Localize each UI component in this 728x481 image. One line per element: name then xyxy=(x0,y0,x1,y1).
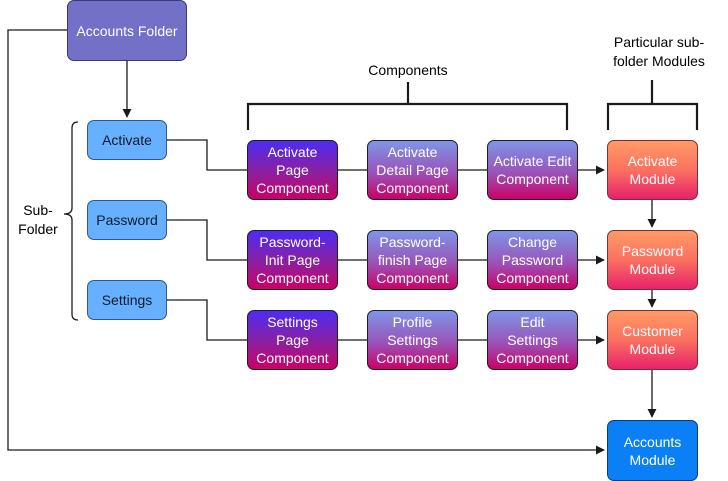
connector-activate-row xyxy=(167,139,247,171)
password-module-node[interactable]: Password Module xyxy=(607,230,698,290)
connector-settings-row xyxy=(167,299,247,341)
settings-page-component-node[interactable]: Settings Page Component xyxy=(247,310,338,370)
subfolder-settings-node[interactable]: Settings xyxy=(87,280,167,320)
subfolder-brace-label: Sub- Folder xyxy=(18,202,58,237)
password-finish-page-component-node[interactable]: Password- finish Page Component xyxy=(367,230,458,290)
subfolder-activate-node[interactable]: Activate xyxy=(87,120,167,160)
components-bracket xyxy=(246,82,569,130)
edit-settings-component-node[interactable]: Edit Settings Component xyxy=(487,310,578,370)
customer-module-node[interactable]: Customer Module xyxy=(607,310,698,370)
activate-edit-component-node[interactable]: Activate Edit Component xyxy=(487,140,578,200)
accounts-module-node[interactable]: Accounts Module xyxy=(607,420,698,481)
activate-page-component-node[interactable]: Activate Page Component xyxy=(247,140,338,200)
activate-module-node[interactable]: Activate Module xyxy=(607,140,698,200)
profile-settings-component-node[interactable]: Profile Settings Component xyxy=(367,310,458,370)
subfolder-password-node[interactable]: Password xyxy=(87,200,167,240)
connector-password-row xyxy=(167,219,247,261)
accounts-folder-node[interactable]: Accounts Folder xyxy=(67,0,187,61)
change-password-component-node[interactable]: Change Password Component xyxy=(487,230,578,290)
components-header: Components xyxy=(368,62,448,78)
activate-detail-page-component-node[interactable]: Activate Detail Page Component xyxy=(367,140,458,200)
modules-header: Particular sub- folder Modules xyxy=(613,34,705,69)
modules-bracket xyxy=(606,80,699,130)
password-init-page-component-node[interactable]: Password- Init Page Component xyxy=(247,230,338,290)
subfolder-brace xyxy=(63,121,79,321)
connector-root-accounts-module xyxy=(7,29,605,455)
